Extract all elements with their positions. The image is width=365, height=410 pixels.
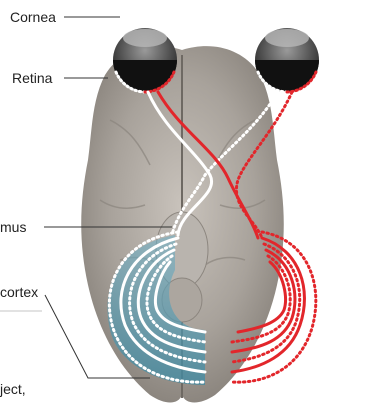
cortex-label: cortex xyxy=(0,284,38,300)
object-label: ject, xyxy=(0,381,26,397)
cornea-label: Cornea xyxy=(10,9,56,25)
thalamus-label: mus xyxy=(0,219,26,235)
retina-label: Retina xyxy=(12,70,52,86)
